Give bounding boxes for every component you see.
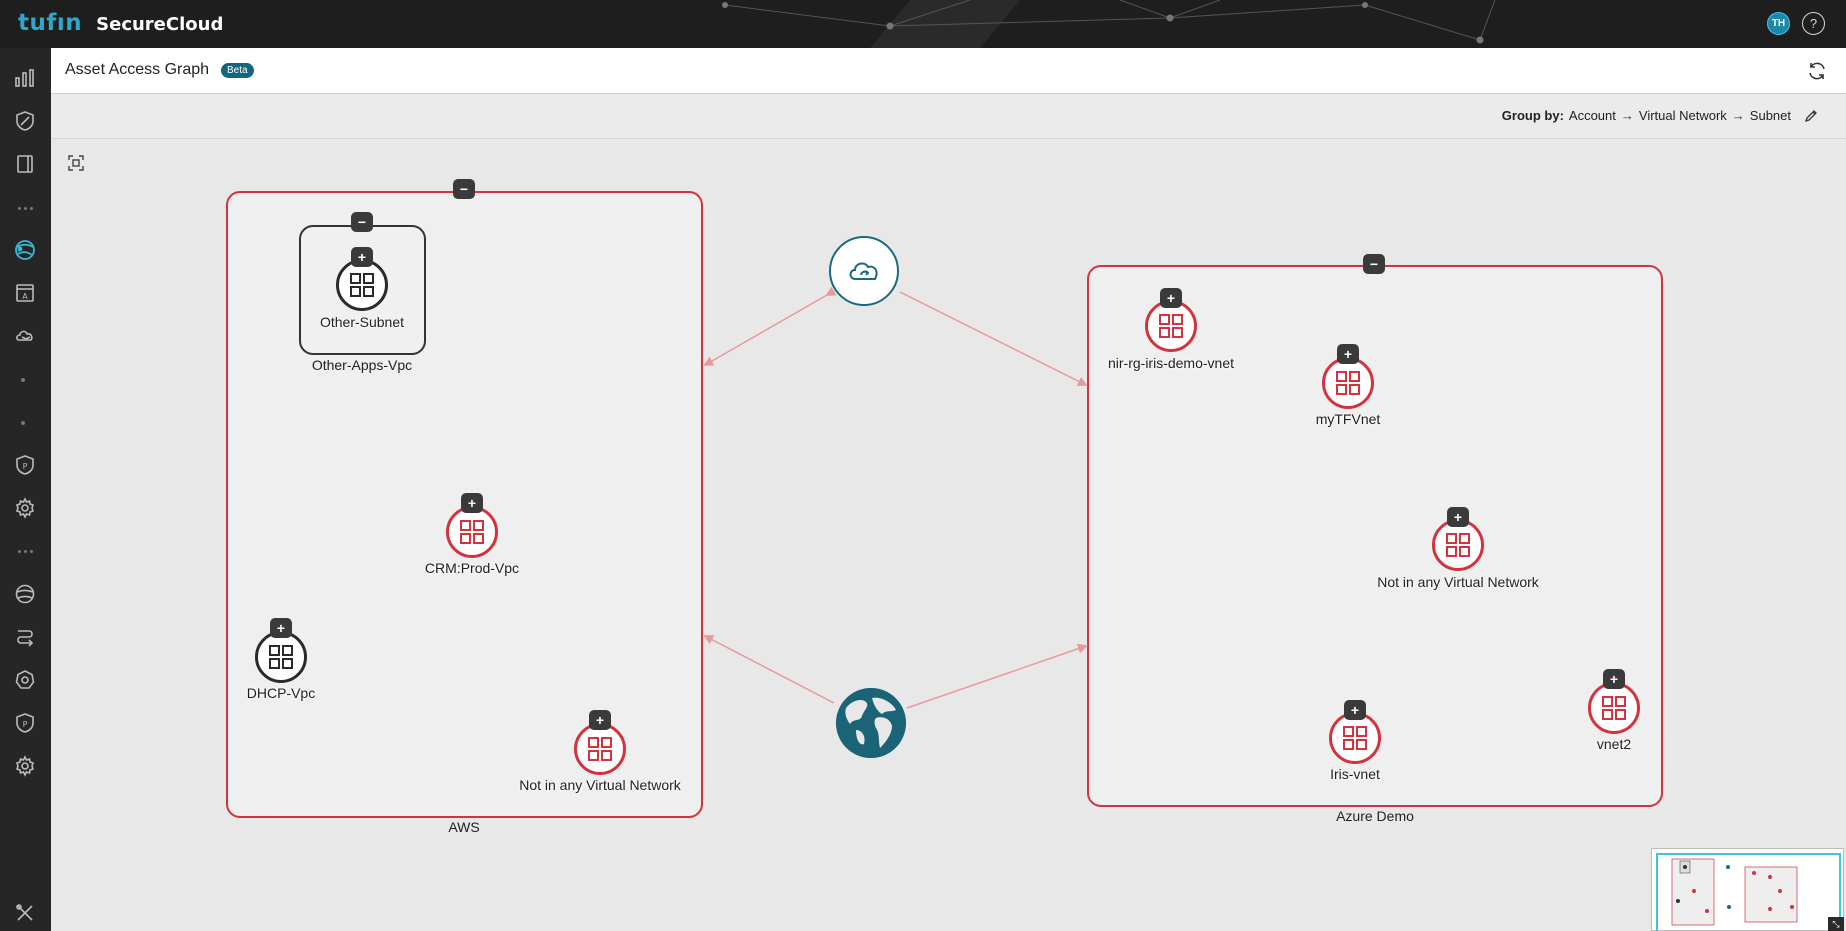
globe-icon[interactable]: [836, 688, 906, 758]
sidebar-separator: [13, 548, 37, 554]
minimap-viewport[interactable]: [1656, 853, 1841, 931]
sidebar-dot: [21, 378, 25, 382]
node-label: myTFVnet: [1315, 411, 1381, 427]
node-mytfvnet[interactable]: [1322, 357, 1374, 409]
group-by-level: Virtual Network: [1638, 108, 1727, 123]
svg-text:A: A: [22, 292, 28, 301]
node-azure-not-in-vnet[interactable]: [1432, 519, 1484, 571]
node-label: CRM:Prod-Vpc: [424, 560, 520, 576]
grid-network-icon: [269, 645, 293, 669]
node-dhcp-vpc[interactable]: [255, 631, 307, 683]
cloud-sync-icon[interactable]: [829, 236, 899, 306]
node-label: nir-rg-iris-demo-vnet: [1107, 355, 1235, 371]
grid-network-icon: [1602, 696, 1626, 720]
collapse-aws-button[interactable]: −: [453, 179, 475, 199]
expand-dhcp-vpc-button[interactable]: +: [270, 618, 292, 638]
settings-gear-icon[interactable]: [11, 494, 39, 522]
svg-text:P: P: [23, 720, 28, 729]
refresh-icon[interactable]: [1806, 60, 1828, 82]
tools-icon[interactable]: [11, 899, 39, 927]
product-name: SecureCloud: [96, 14, 224, 35]
sidebar: A P P: [0, 48, 51, 931]
arrow-right-icon: →: [1620, 108, 1634, 123]
collapse-azure-button[interactable]: −: [1363, 254, 1385, 274]
beta-badge: Beta: [221, 63, 254, 78]
network-decoration: [722, 0, 1496, 48]
book-icon[interactable]: [11, 150, 39, 178]
expand-mytfvnet-button[interactable]: +: [1337, 344, 1359, 364]
edit-pencil-icon[interactable]: [1804, 109, 1818, 123]
group-label-aws: AWS: [448, 819, 480, 835]
help-icon[interactable]: ?: [1802, 12, 1825, 35]
asset-graph-icon[interactable]: [11, 236, 39, 264]
svg-text:P: P: [23, 462, 28, 471]
page-header: Asset Access Graph Beta: [51, 48, 1846, 94]
expand-nir-rg-button[interactable]: +: [1160, 288, 1182, 308]
group-azure-demo[interactable]: [1087, 265, 1663, 807]
minimap[interactable]: [1651, 848, 1844, 931]
node-label: Other-Subnet: [319, 314, 405, 330]
top-bar: tufın SecureCloud TH ?: [0, 0, 1846, 48]
group-by-label: Group by:: [1501, 108, 1564, 123]
kubernetes-icon[interactable]: [11, 666, 39, 694]
expand-azure-not-in-vnet-button[interactable]: +: [1447, 507, 1469, 527]
node-label: DHCP-Vpc: [246, 685, 316, 701]
dashboard-icon[interactable]: [11, 64, 39, 92]
policy-shield-icon-2[interactable]: P: [11, 709, 39, 737]
network-globe-icon[interactable]: [11, 580, 39, 608]
route-icon[interactable]: [11, 623, 39, 651]
grid-network-icon: [460, 520, 484, 544]
subgroup-other-apps-vpc[interactable]: [299, 225, 426, 355]
node-vnet2[interactable]: [1588, 682, 1640, 734]
grid-network-icon: [1159, 314, 1183, 338]
group-by-level: Account: [1568, 108, 1616, 123]
policy-shield-icon[interactable]: P: [11, 451, 39, 479]
subgroup-label: Other-Apps-Vpc: [311, 357, 413, 373]
minimap-preview: [1671, 858, 1798, 926]
arrow-right-icon: →: [1731, 108, 1745, 123]
sidebar-separator: [13, 205, 37, 211]
sidebar-dot: [21, 421, 25, 425]
grid-network-icon: [1336, 371, 1360, 395]
cloud-layers-icon[interactable]: [11, 322, 39, 350]
grid-network-icon: [1446, 533, 1470, 557]
brand[interactable]: tufın SecureCloud: [18, 10, 223, 36]
settings-gear-icon-2[interactable]: [11, 752, 39, 780]
collapse-other-apps-vpc-button[interactable]: −: [351, 212, 373, 232]
group-by-bar: Group by: Account → Virtual Network → Su…: [51, 94, 1846, 139]
page-title: Asset Access Graph: [65, 61, 210, 78]
node-aws-not-in-vnet[interactable]: [574, 723, 626, 775]
group-by-level: Subnet: [1749, 108, 1791, 123]
node-label: Not in any Virtual Network: [519, 777, 681, 793]
group-label-azure-demo: Azure Demo: [1336, 808, 1414, 824]
shield-slash-icon[interactable]: [11, 107, 39, 135]
node-label: vnet2: [1596, 736, 1632, 752]
node-label: Iris-vnet: [1330, 766, 1380, 782]
expand-other-subnet-button[interactable]: +: [351, 247, 373, 267]
fit-to-screen-icon[interactable]: [67, 154, 85, 172]
app-catalog-icon[interactable]: A: [11, 279, 39, 307]
group-by-selector[interactable]: Group by: Account → Virtual Network → Su…: [1502, 108, 1818, 123]
expand-iris-vnet-button[interactable]: +: [1344, 700, 1366, 720]
minimap-toggle-icon[interactable]: ⤡: [1828, 917, 1844, 931]
expand-aws-not-in-vnet-button[interactable]: +: [589, 710, 611, 730]
node-iris-vnet[interactable]: [1329, 712, 1381, 764]
user-avatar[interactable]: TH: [1767, 12, 1790, 35]
grid-network-icon: [350, 273, 374, 297]
expand-vnet2-button[interactable]: +: [1603, 669, 1625, 689]
tufin-logo: tufın: [18, 10, 83, 36]
expand-crm-prod-vpc-button[interactable]: +: [461, 493, 483, 513]
grid-network-icon: [588, 737, 612, 761]
node-label: Not in any Virtual Network: [1377, 574, 1539, 590]
node-crm-prod-vpc[interactable]: [446, 506, 498, 558]
grid-network-icon: [1343, 726, 1367, 750]
